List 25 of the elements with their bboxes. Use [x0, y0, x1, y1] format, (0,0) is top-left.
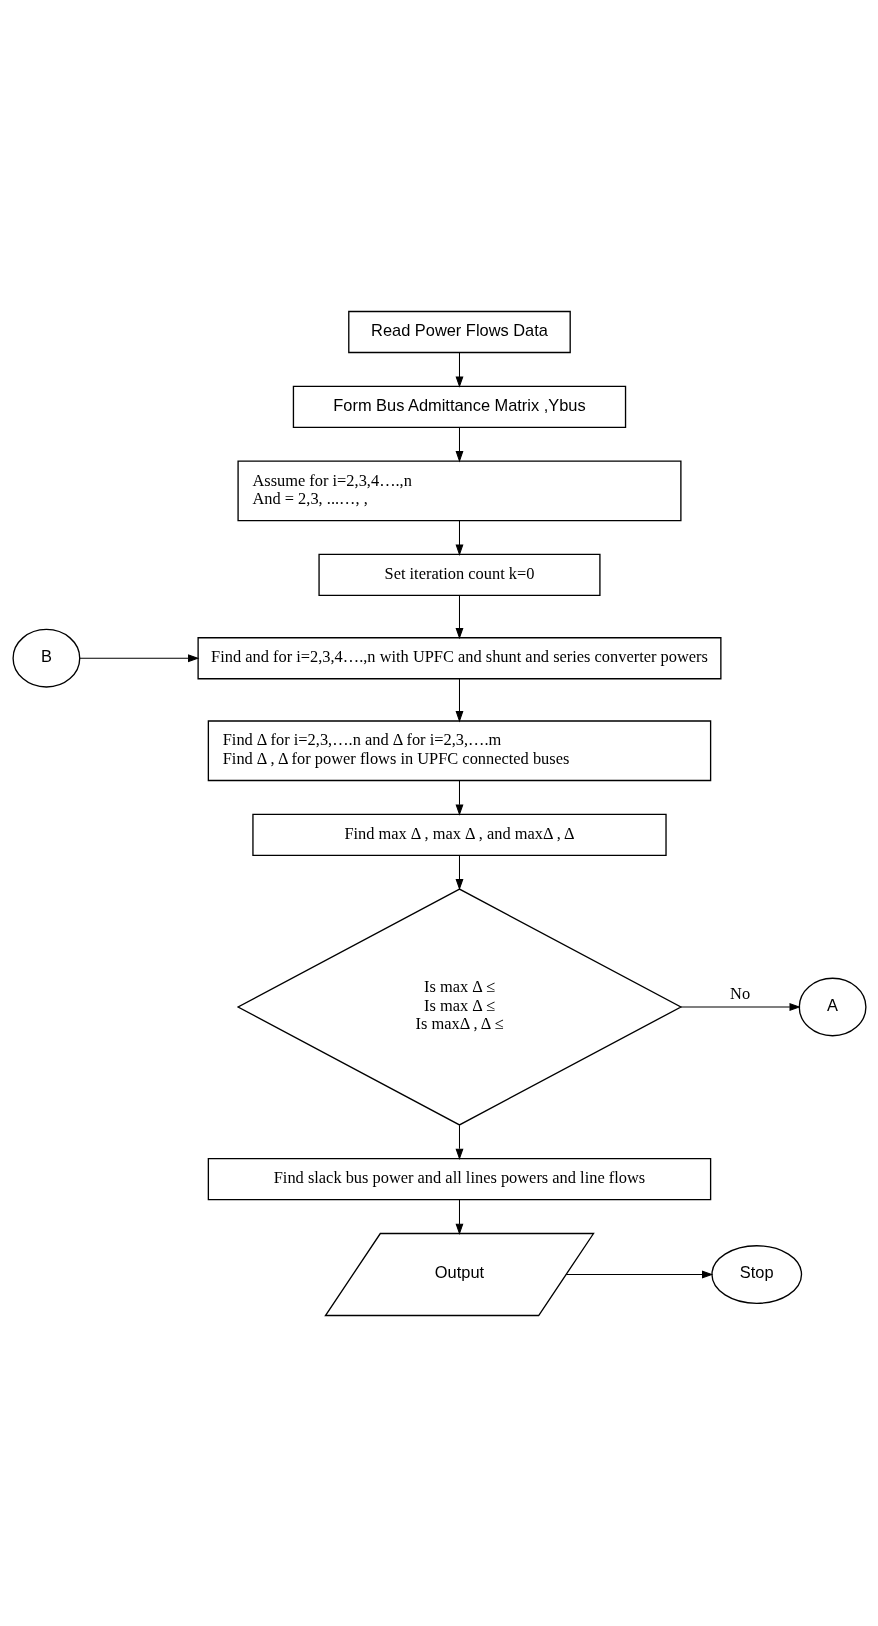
arrow [680, 1002, 801, 1011]
arrow [455, 1124, 463, 1160]
node-box: Find max Δ , max Δ , and maxΔ , Δ [251, 813, 667, 856]
node-ellipse: Stop [710, 1244, 802, 1304]
edge-label: No [729, 983, 750, 1003]
arrow [455, 594, 463, 639]
arrow [455, 1199, 463, 1235]
arrow [565, 1270, 713, 1278]
node-box: Assume for i=2,3,4….,n And = 2,3, ...…, , [236, 459, 682, 521]
arrow [78, 653, 199, 662]
node-box: Form Bus Admittance Matrix ,Ybus [292, 385, 626, 428]
arrow [455, 351, 463, 388]
node-box: Read Power Flows Data [347, 310, 571, 353]
node-box: Find Δ for i=2,3,….n and Δ for i=2,3,….m Find Δ , Δ for power flows in UPFC connected buses [207, 719, 711, 781]
node-diamond: Is max Δ ≤ Is max Δ ≤ Is maxΔ , Δ ≤ [236, 887, 682, 1126]
node-box: Find and for i=2,3,4….,n with UPFC and shunt and series converter powers [196, 636, 722, 679]
node-ellipse: B [11, 628, 80, 688]
arrow [455, 779, 463, 816]
node-box: Find slack bus power and all lines powers and line flows [207, 1157, 711, 1200]
node-ellipse: A [798, 977, 867, 1036]
arrow [455, 426, 463, 462]
arrow [455, 854, 463, 890]
arrow [455, 677, 463, 722]
node-box: Set iteration count k=0 [317, 553, 601, 596]
arrow [455, 520, 463, 556]
